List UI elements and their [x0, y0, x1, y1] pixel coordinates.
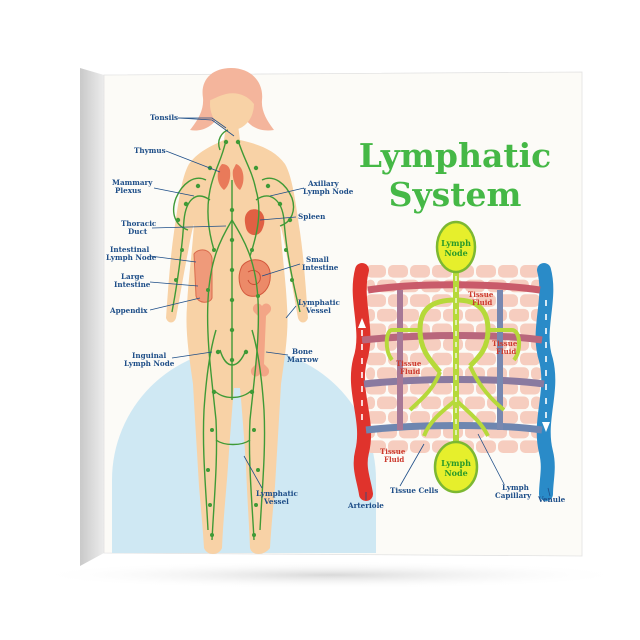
- tissue-cell: [399, 367, 419, 380]
- tissue-cell: [498, 440, 518, 453]
- tissue-cell: [366, 367, 375, 380]
- tissue-cell: [520, 352, 540, 366]
- tissue-cell: [366, 323, 386, 337]
- small-intestine: [238, 259, 271, 297]
- tissue-cell: [410, 294, 430, 307]
- body-leader-lines: [149, 117, 305, 489]
- tissue-cell: [531, 367, 542, 380]
- tissue-cell: [399, 338, 419, 351]
- tissue-cell: [366, 294, 386, 307]
- canvas-shadow: [30, 561, 630, 589]
- bone-marrow: [250, 303, 272, 377]
- tissue-cell: [410, 440, 430, 453]
- tissue-cell: [476, 411, 496, 424]
- tissue-cell: [520, 294, 540, 307]
- large-intestine: [193, 249, 213, 303]
- tissue-cell: [509, 367, 529, 380]
- label-thymus: Thymus: [134, 146, 166, 155]
- label-venule: Venule: [537, 495, 566, 504]
- tissue-cell: [410, 265, 430, 278]
- tissue-cell: [465, 396, 485, 410]
- canvas-side: [80, 68, 104, 566]
- label-spleen: Spleen: [298, 212, 326, 221]
- label-arteriole: Arteriole: [347, 501, 384, 510]
- lymph-capillaries: [384, 270, 521, 444]
- thymus: [217, 164, 244, 190]
- body-silhouette: [166, 68, 308, 554]
- tissue-cell: [399, 308, 419, 322]
- tissue-cell: [388, 265, 408, 278]
- tissue-cell: [421, 396, 441, 410]
- tissue-cell: [509, 308, 529, 322]
- tissue-cell: [432, 381, 452, 395]
- tissue-cell: [432, 352, 452, 366]
- tissue-cell: [410, 381, 430, 395]
- tissue-cell: [377, 308, 397, 322]
- tissue-cell: [520, 265, 540, 278]
- tissue-cell: [476, 294, 496, 307]
- lymph-nodes: [174, 139, 294, 537]
- tissue-cell: [498, 265, 518, 278]
- tissue-cell: [366, 352, 386, 366]
- tissue-cell: [509, 396, 529, 410]
- title-line-2: System: [389, 175, 522, 214]
- body-backdrop-circle: [112, 348, 376, 553]
- tissue-cell: [476, 440, 496, 453]
- tissue-cell: [366, 396, 375, 410]
- venule-vessel: [535, 263, 556, 501]
- tissue-cell: [377, 396, 397, 410]
- tissue-cell: [476, 265, 496, 278]
- tissue-cell: [520, 411, 540, 424]
- tissue-cell: [421, 338, 441, 351]
- tissue-cell: [377, 367, 397, 380]
- label-tissue-cells: Tissue Cells: [390, 486, 438, 495]
- tissue-cell: [366, 411, 386, 424]
- title-line-1: Lymphatic: [359, 136, 551, 175]
- tissue-cell: [465, 338, 485, 351]
- spleen: [244, 209, 265, 236]
- tissue-cell: [366, 265, 386, 278]
- tissue-cell: [388, 440, 408, 453]
- arteriole-vessel: [350, 263, 373, 501]
- label-tonsils: Tonsils: [150, 113, 178, 122]
- tissue-cell: [410, 411, 430, 424]
- tissue-cell: [465, 308, 485, 322]
- tissue-cell: [520, 323, 540, 337]
- tissue-cell: [366, 440, 386, 453]
- label-appendix: Appendix: [109, 306, 148, 315]
- tissue-cell: [520, 440, 540, 453]
- title-block: Lymphatic System: [359, 136, 551, 214]
